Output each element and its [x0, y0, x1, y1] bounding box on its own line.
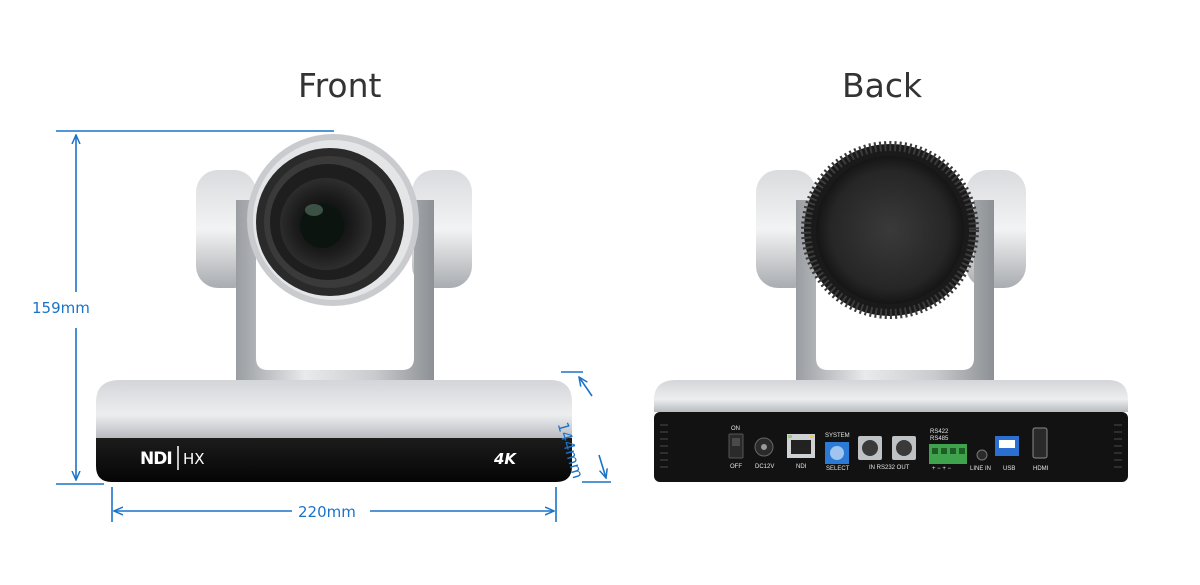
rs422-label: RS422	[930, 429, 949, 435]
front-base-band	[96, 438, 572, 482]
rs422-terminal	[929, 444, 967, 464]
system-label: SYSTEM	[825, 433, 850, 439]
ndi-logo: NDI	[140, 449, 173, 469]
rs232-label: IN RS232 OUT	[869, 465, 910, 471]
back-camera	[654, 141, 1128, 482]
power-on-label: ON	[731, 426, 740, 432]
dc-label: DC12V	[755, 464, 775, 470]
select-label: SELECT	[826, 466, 850, 472]
hdmi-label: HDMI	[1033, 466, 1049, 472]
hx-logo: HX	[183, 450, 205, 468]
dimension-lines	[56, 130, 611, 522]
front-base-top	[96, 380, 572, 438]
network-label: NDI	[796, 464, 807, 470]
line-in-label: LINE IN	[970, 466, 992, 472]
back-heading: Back	[842, 66, 923, 105]
back-io-panel	[654, 412, 1128, 482]
back-base-top	[654, 380, 1128, 412]
front-heading: Front	[298, 66, 382, 105]
4k-badge: 4K	[494, 450, 517, 468]
height-dimension-label: 159mm	[32, 299, 90, 317]
depth-arrow-bottom	[598, 454, 606, 478]
rs-terminal-label: + − + −	[932, 466, 952, 472]
usb-label: USB	[1003, 466, 1016, 472]
hdmi-port	[1032, 427, 1048, 459]
width-dimension-label: 220mm	[298, 503, 356, 521]
depth-arrow-top	[579, 377, 593, 397]
power-off-label: OFF	[730, 464, 742, 470]
rs485-label: RS485	[930, 436, 949, 442]
front-camera	[96, 134, 572, 482]
line-in-jack	[976, 449, 988, 461]
